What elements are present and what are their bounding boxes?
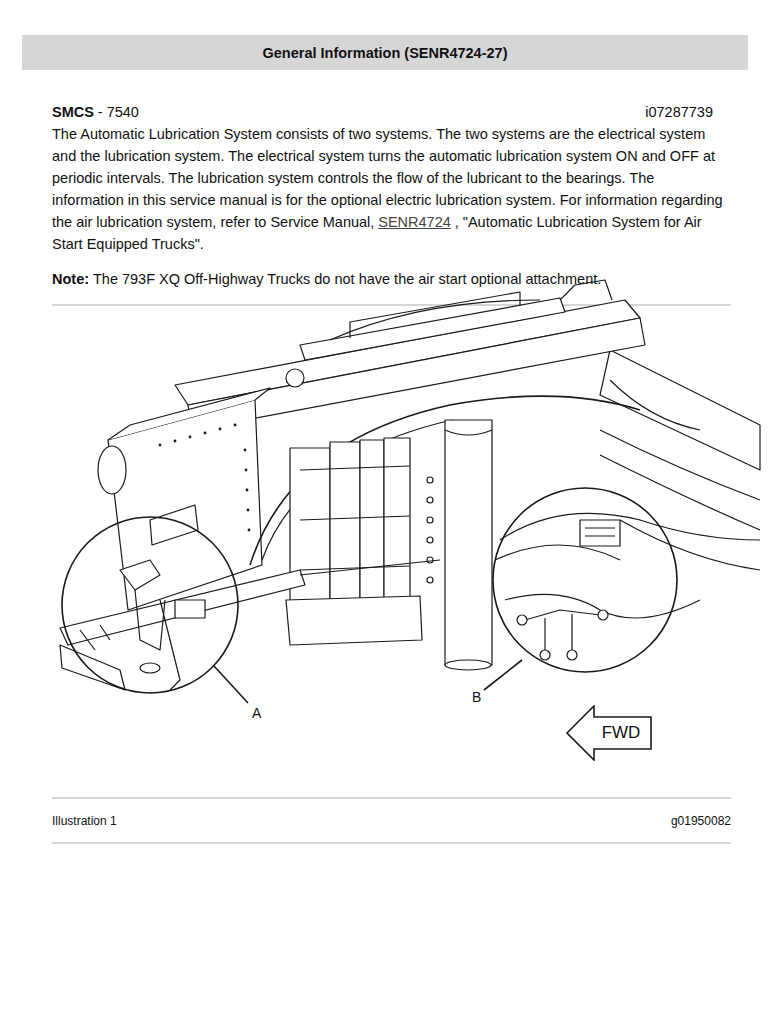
manual-link: SENR4724 (378, 214, 451, 230)
rule-line (52, 797, 731, 799)
callout-letter: A (250, 705, 263, 721)
text-block: Illustration 1 (52, 809, 117, 832)
rule-line (52, 842, 731, 844)
graphic-id: g01950082 (671, 814, 731, 828)
text-block: A (250, 702, 263, 724)
detail-callout (62, 488, 677, 703)
smcs-label: SMCS (52, 104, 94, 120)
callout-letter: B (470, 689, 483, 705)
forward-arrow: FWD (566, 705, 652, 761)
text-block: The Automatic Lubrication System consist… (52, 123, 724, 255)
text-block: g01950082 (671, 809, 731, 832)
smcs-code: - 7540 (98, 104, 139, 120)
info-id: i07287739 (645, 104, 713, 120)
arrow-shape (567, 706, 651, 760)
header-title-box: General Information (SENR4724-27) (22, 35, 748, 70)
note-text: The 793F XQ Off-Highway Trucks do not ha… (93, 271, 601, 287)
illustration-caption: Illustration 1 (52, 814, 117, 828)
text-block: SMCS- 7540 (52, 101, 352, 123)
direction-label: FWD (602, 723, 641, 743)
text-block: B (470, 686, 483, 708)
text-block: Note:The 793F XQ Off-Highway Trucks do n… (52, 268, 742, 290)
page-title: General Information (SENR4724-27) (263, 45, 508, 61)
truck-frame-drawing (60, 280, 760, 690)
note-label: Note: (52, 271, 89, 287)
header-bar (22, 35, 748, 70)
text-block: i07287739 (645, 101, 713, 123)
